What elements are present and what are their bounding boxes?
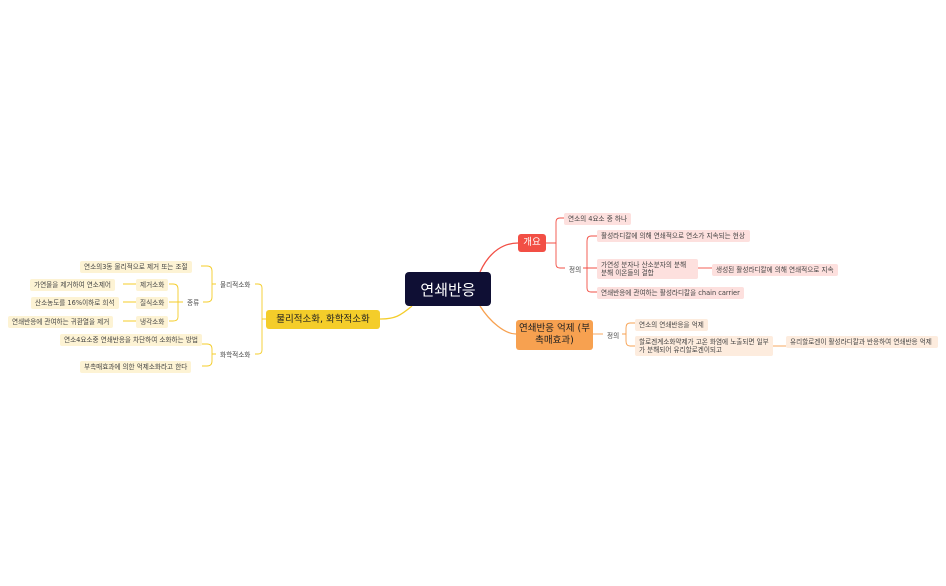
chemical-item-2[interactable]: 부촉매효과에 의한 억제소화라고 한다 [80, 361, 192, 373]
overview-node[interactable]: 개요 [518, 234, 546, 252]
overview-definition-item-3[interactable]: 연쇄반응에 관여하는 활성라디칼을 chain carrier [597, 287, 744, 299]
smother-node[interactable]: 질식소화 [136, 297, 169, 309]
central-topic[interactable]: 연쇄반응 [405, 272, 491, 306]
inhibition-definition-item-2-child[interactable]: 유리할로겐이 활성라디칼과 반응하여 연쇄반응 억제 [786, 336, 938, 348]
inhibition-definition-item-1[interactable]: 연소의 연쇄반응을 억제 [635, 319, 708, 331]
chemical-node[interactable]: 화학적소화 [220, 351, 251, 359]
physical-node[interactable]: 물리적소화 [220, 281, 251, 289]
connector-chemical-children [202, 343, 216, 367]
connector-central-inhibition [479, 305, 517, 335]
connector-inh-def-items [622, 322, 635, 347]
connector-def-items [583, 235, 597, 293]
connector-ext-branches [255, 283, 266, 355]
inhibition-node[interactable]: 연쇄반응 억제 (부촉매효과) [516, 320, 593, 350]
connector-types-children [169, 283, 183, 322]
connector-overview-item1 [546, 217, 564, 244]
overview-definition-item-2-child[interactable]: 생성된 활성라디칼에 의해 연쇄적으로 지속 [712, 264, 838, 276]
inhibition-definition-item-2[interactable]: 할로겐계소화약제가 고온 화염에 노출되면 일부가 분해되어 유리할로겐이되고 [635, 336, 773, 356]
chemical-item-1[interactable]: 연소4요소중 연쇄반응을 차단하여 소화하는 방법 [60, 334, 202, 346]
connector-overview-definition [555, 243, 565, 269]
overview-definition-item-2[interactable]: 가연성 분자나 산소분자의 분해 분해 이온들의 결합 [597, 259, 698, 279]
smother-desc[interactable]: 산소농도를 16%이하로 희석 [31, 297, 119, 309]
overview-definition-item-1[interactable]: 활성라디칼에 의해 연쇄적으로 연소가 지속되는 현상 [597, 230, 750, 242]
inhibition-label: 연쇄반응 억제 (부촉매효과) [519, 323, 590, 346]
connector-physical-children [201, 265, 216, 303]
removal-desc[interactable]: 가연물을 제거하여 연소제어 [30, 279, 115, 291]
extinguish-node[interactable]: 물리적소화, 화학적소화 [266, 310, 380, 329]
central-topic-label: 연쇄반응 [420, 280, 476, 299]
connector-types-desc [123, 283, 136, 322]
removal-node[interactable]: 제거소화 [136, 279, 169, 291]
cooling-desc[interactable]: 연쇄반응에 관여하는 귀환열을 제거 [8, 316, 114, 328]
extinguish-label: 물리적소화, 화학적소화 [276, 313, 370, 325]
types-node[interactable]: 종류 [187, 299, 200, 307]
overview-label: 개요 [523, 237, 541, 248]
connector-central-overview [479, 242, 519, 273]
overview-definition-node[interactable]: 정의 [569, 266, 582, 274]
overview-item-1[interactable]: 연소의 4요소 중 하나 [564, 213, 632, 225]
connector-central-extinguish [379, 305, 413, 320]
inhibition-definition-node[interactable]: 정의 [607, 332, 620, 340]
physical-item-1[interactable]: 연소의3동 물리적으로 제거 또는 조절 [80, 261, 192, 273]
cooling-node[interactable]: 냉각소화 [136, 316, 169, 328]
